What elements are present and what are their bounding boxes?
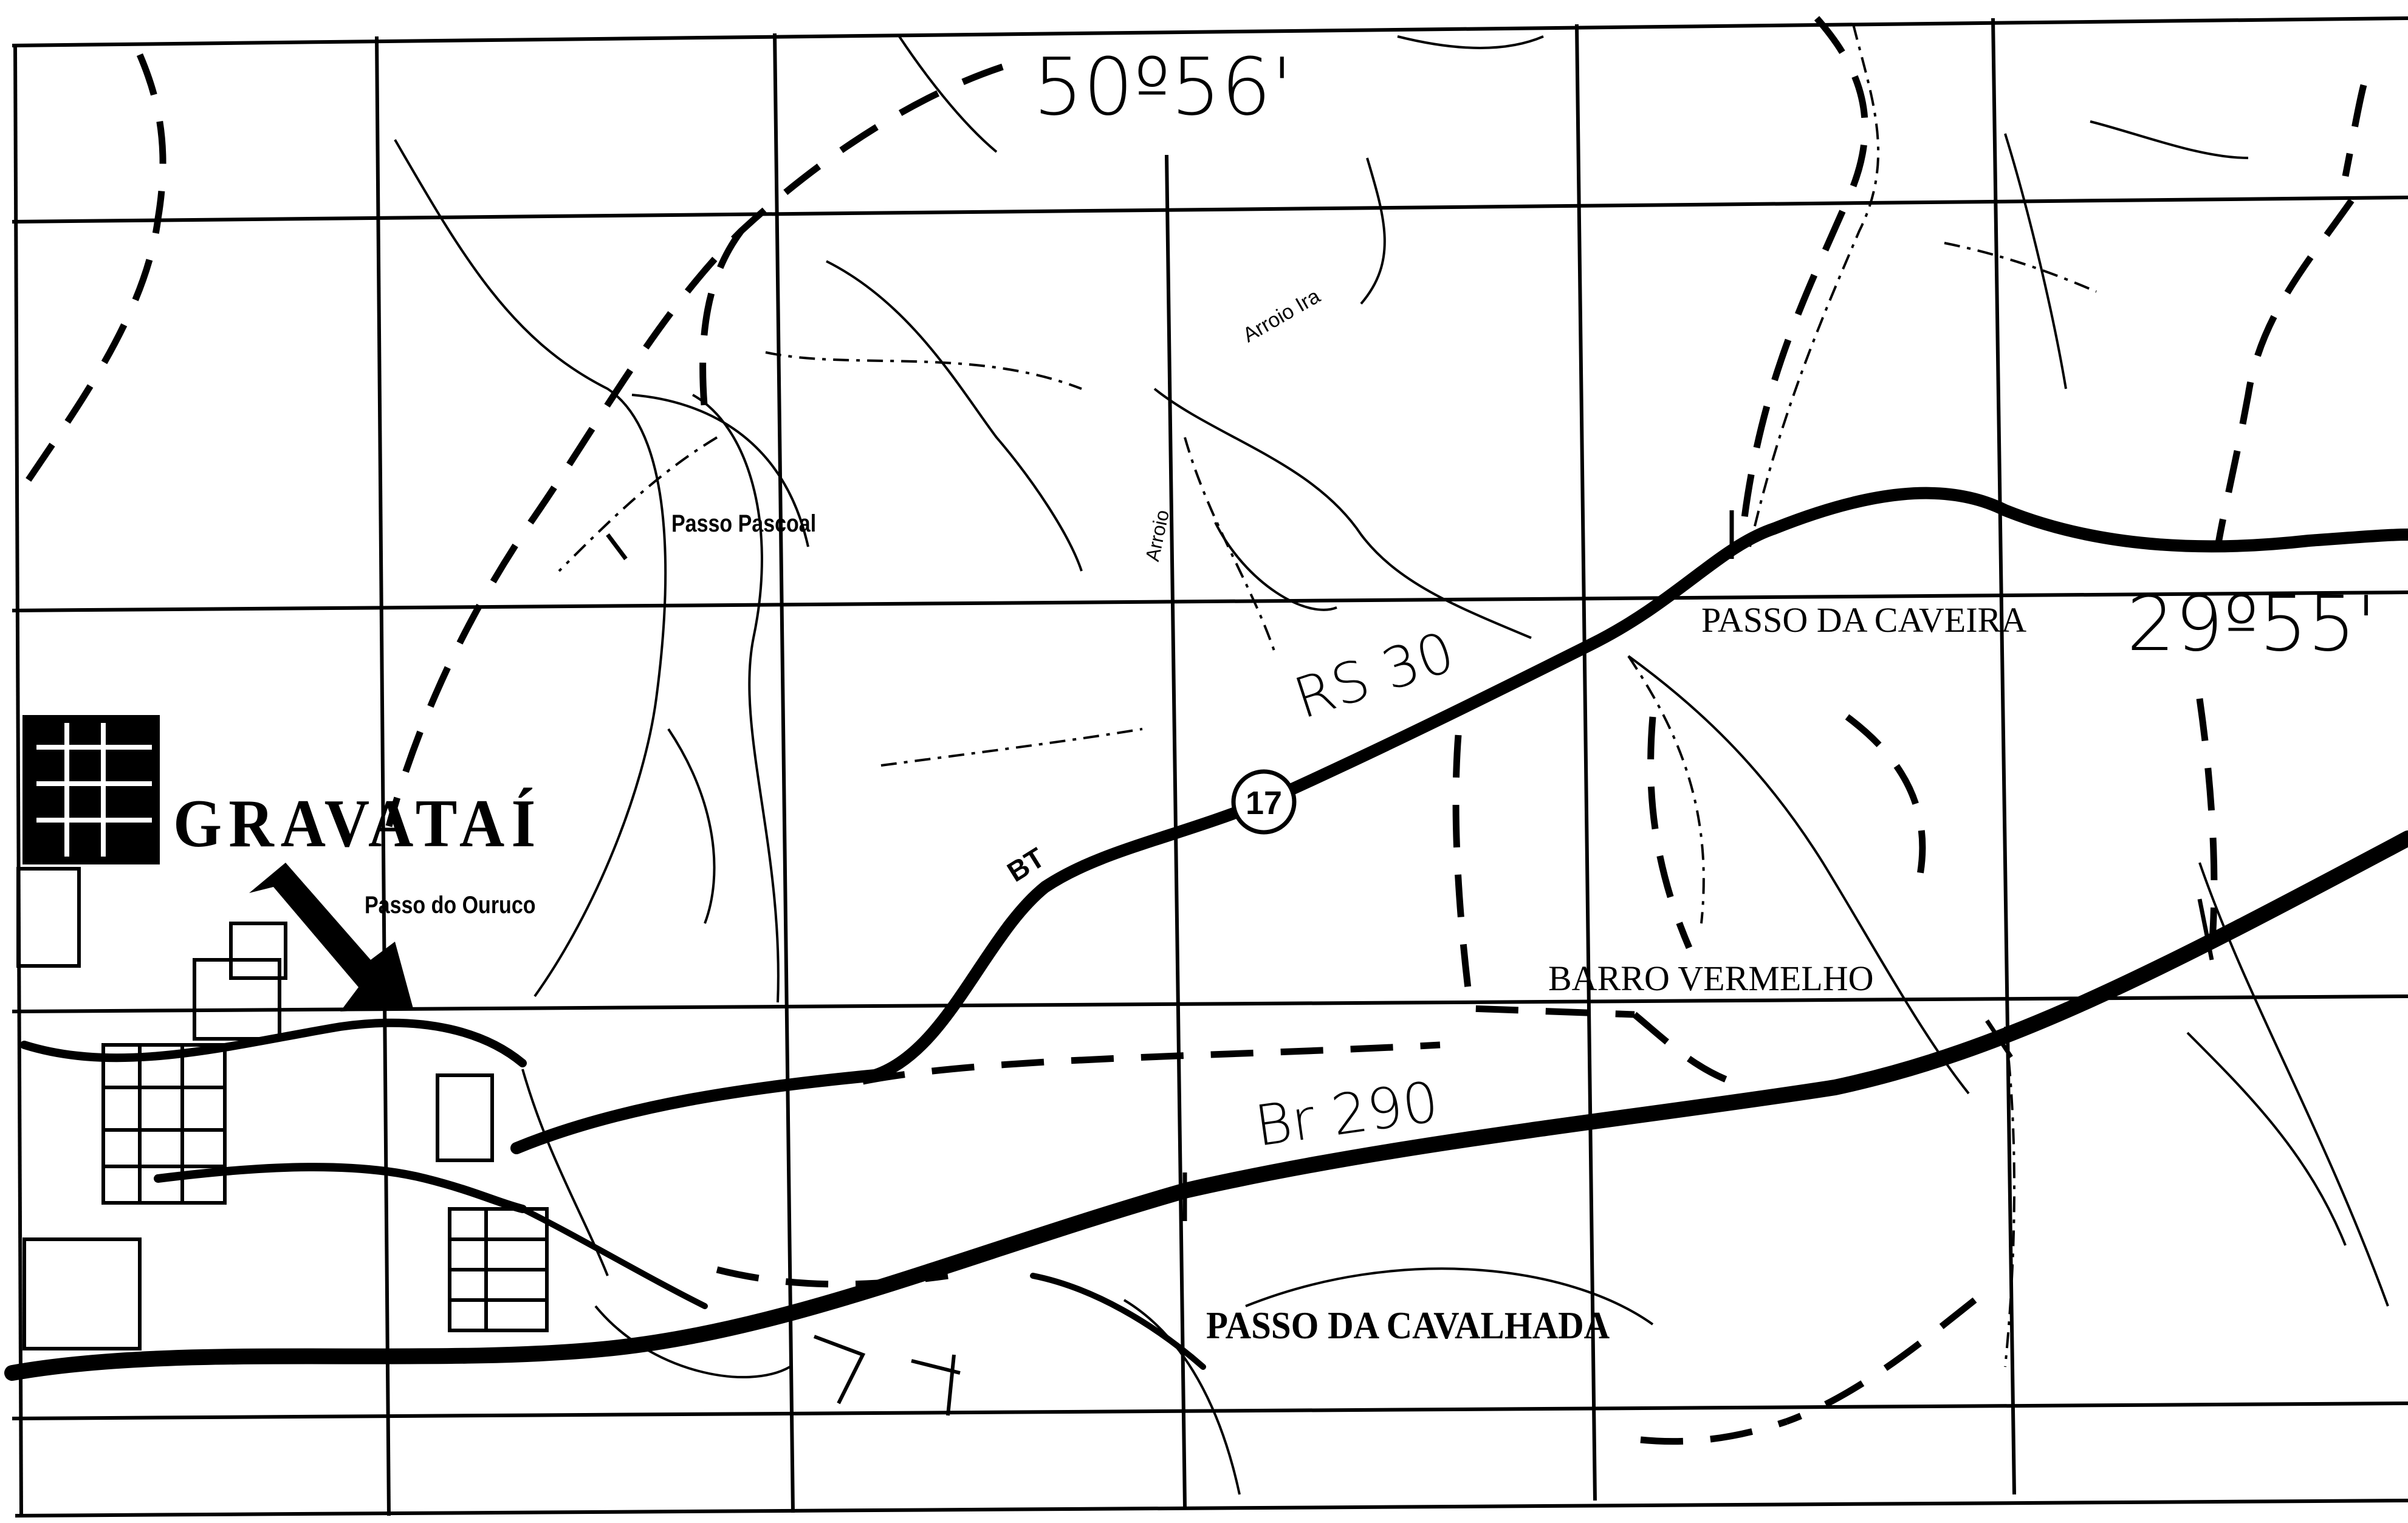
- road-shield: 17: [1231, 769, 1297, 835]
- city-label: GRAVATAÍ: [173, 786, 543, 861]
- arrow-icon: [249, 863, 413, 1011]
- coord-longitude-label: 50º56': [1033, 41, 1293, 133]
- map-grid: [12, 16, 2408, 1518]
- road-rs030-line: [510, 487, 2408, 1154]
- passo-da-cavalhada-label: PASSO DA CAVALHADA: [1206, 1304, 1610, 1347]
- passo-da-caveira-label: PASSO DA CAVEIRA: [1701, 600, 2027, 640]
- town-blocks: [16, 715, 961, 1416]
- coord-latitude-label: 29º55': [2127, 580, 2377, 668]
- passo-pascoal-label: Passo Pascoal: [671, 510, 817, 537]
- streams: [394, 35, 2389, 1495]
- road-shield-number: 17: [1246, 785, 1282, 821]
- trails: [558, 24, 2097, 1367]
- barro-vermelho-label: BARRO VERMELHO: [1548, 959, 1874, 998]
- road-ticks: [606, 510, 2214, 1221]
- dashed-roads: [21, 16, 2367, 1445]
- passo-do-ouruco-label: Passo do Ouruco: [365, 892, 536, 919]
